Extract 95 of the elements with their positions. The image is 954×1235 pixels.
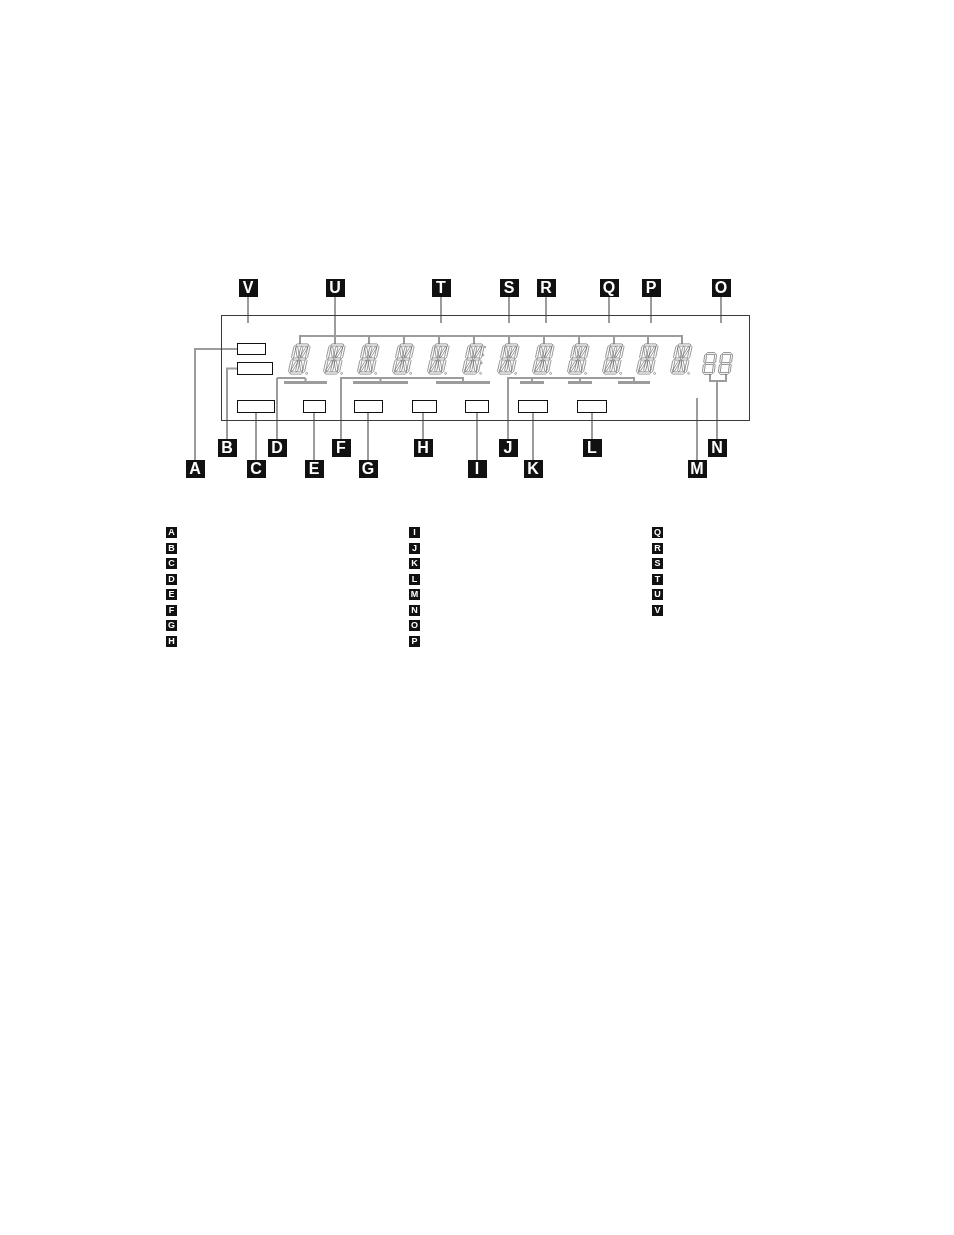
leader-line <box>226 367 238 440</box>
indicator-bar <box>568 381 592 384</box>
leader-line <box>440 296 442 324</box>
leader-line <box>340 377 464 440</box>
callout-letter: C <box>246 460 266 478</box>
key-letter: U <box>652 589 663 600</box>
leader-line <box>720 296 722 324</box>
segment-character <box>670 343 694 375</box>
key-letter: C <box>166 558 177 569</box>
indicator-box <box>518 400 548 413</box>
leader-line <box>367 412 369 461</box>
leader-line <box>247 296 249 324</box>
indicator-bar <box>284 381 327 384</box>
callout-letter: O <box>711 279 731 297</box>
callout-letter: N <box>707 439 727 457</box>
display-panel <box>221 315 750 421</box>
leader-line <box>709 374 727 440</box>
leader-line <box>276 377 307 440</box>
indicator-box <box>354 400 383 413</box>
callout-letter: Q <box>599 279 619 297</box>
segment-character <box>288 343 312 375</box>
callout-letter: L <box>582 439 602 457</box>
leader-line <box>255 412 257 461</box>
indicator-bar <box>520 381 544 384</box>
leader-line <box>194 348 238 461</box>
callout-letter: B <box>217 439 237 457</box>
callout-letter: S <box>499 279 519 297</box>
key-letter: B <box>166 542 177 554</box>
callout-letter: D <box>267 439 287 457</box>
callout-letter: M <box>687 460 707 478</box>
segment-character <box>636 343 660 375</box>
callout-letter: V <box>238 279 258 297</box>
leader-line <box>545 296 547 324</box>
leader-line <box>422 412 424 440</box>
indicator-box <box>303 400 326 413</box>
callout-letter: E <box>304 460 324 478</box>
key-letter: Q <box>652 527 663 538</box>
key-letter: T <box>652 573 663 585</box>
segment-character <box>462 343 486 375</box>
segment-character <box>357 343 381 375</box>
callout-letter: G <box>358 460 378 478</box>
segment-character <box>497 343 521 375</box>
indicator-bar <box>618 381 650 384</box>
callout-letter: T <box>431 279 451 297</box>
leader-line <box>591 412 593 440</box>
segment-character <box>567 343 591 375</box>
key-letter: R <box>652 542 663 554</box>
leader-line <box>650 296 652 324</box>
seven-segment-digit <box>702 352 718 375</box>
key-letter: F <box>166 604 177 616</box>
leader-line <box>508 296 510 324</box>
indicator-box <box>465 400 489 413</box>
segment-character <box>323 343 347 375</box>
indicator-box <box>237 400 275 413</box>
segment-character <box>392 343 416 375</box>
callout-letter: F <box>331 439 351 457</box>
key-letter: O <box>409 620 420 631</box>
key-letter: J <box>409 542 420 554</box>
indicator-bar <box>436 381 490 384</box>
indicator-box <box>237 362 273 375</box>
key-letter: N <box>409 604 420 616</box>
callout-letter: H <box>413 439 433 457</box>
segment-character <box>602 343 626 375</box>
indicator-bar <box>353 381 408 384</box>
key-letter: E <box>166 589 177 600</box>
key-letter: L <box>409 573 420 585</box>
key-letter: K <box>409 558 420 569</box>
callout-letter: J <box>498 439 518 457</box>
leader-line <box>313 412 315 461</box>
leader-line <box>532 412 534 461</box>
leader-line <box>696 397 698 461</box>
key-letter: S <box>652 558 663 569</box>
key-letter: V <box>652 604 663 616</box>
segment-character <box>427 343 451 375</box>
indicator-box <box>577 400 607 413</box>
callout-letter: R <box>536 279 556 297</box>
callout-letter: U <box>325 279 345 297</box>
indicator-box <box>237 343 266 355</box>
key-letter: A <box>166 527 177 538</box>
leader-line <box>476 412 478 461</box>
segment-character <box>532 343 556 375</box>
callout-letter: P <box>641 279 661 297</box>
key-letter: M <box>409 589 420 600</box>
key-letter: P <box>409 635 420 647</box>
indicator-box <box>412 400 437 413</box>
callout-letter: K <box>523 460 543 478</box>
callout-letter: I <box>467 460 487 478</box>
seven-segment-digit <box>718 352 734 375</box>
leader-line <box>608 296 610 324</box>
key-letter: D <box>166 573 177 585</box>
key-letter: G <box>166 620 177 631</box>
callout-letter: A <box>185 460 205 478</box>
leader-line <box>507 377 635 440</box>
key-letter: I <box>409 527 420 538</box>
key-letter: H <box>166 635 177 647</box>
